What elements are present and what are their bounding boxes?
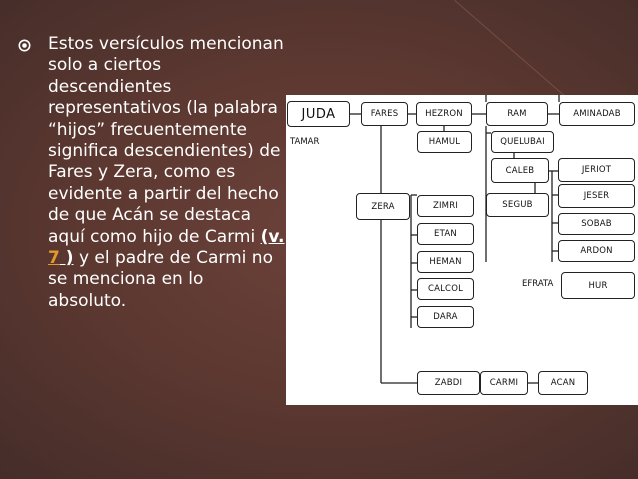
node-juda: JUDA bbox=[287, 101, 350, 127]
bullet-paragraph: Estos versículos mencionan solo a cierto… bbox=[48, 34, 286, 312]
node-sobab: SOBAB bbox=[558, 213, 635, 235]
node-carmi: CARMI bbox=[480, 371, 528, 395]
verse-ref-number[interactable]: 7 bbox=[48, 248, 60, 269]
node-zabdi: ZABDI bbox=[417, 371, 480, 395]
node-quelubai: QUELUBAI bbox=[491, 131, 554, 153]
node-zimri: ZIMRI bbox=[417, 195, 474, 217]
circle-target-bullet-icon bbox=[18, 39, 31, 52]
node-hamul: HAMUL bbox=[417, 131, 472, 153]
paragraph-text-end: y el padre de Carmi no se menciona en lo… bbox=[48, 248, 273, 311]
node-segub: SEGUB bbox=[486, 193, 549, 217]
node-etan: ETAN bbox=[417, 223, 474, 245]
node-zera: ZERA bbox=[356, 193, 410, 220]
node-hur: HUR bbox=[561, 272, 635, 299]
label-efrata: EFRATA bbox=[522, 279, 554, 289]
verse-ref-open: (v. bbox=[260, 226, 285, 247]
node-jeriot: JERIOT bbox=[558, 158, 635, 182]
genealogy-chart: JUDA TAMAR FARES HEZRON RAM AMINADAB HAM… bbox=[286, 95, 638, 405]
node-ram: RAM bbox=[486, 102, 548, 126]
node-acan: ACAN bbox=[538, 371, 588, 395]
verse-ref-close: ) bbox=[59, 248, 74, 269]
paragraph-text-start: Estos versículos mencionan solo a cierto… bbox=[48, 34, 284, 247]
node-ardon: ARDON bbox=[558, 240, 635, 262]
slide-text-block: Estos versículos mencionan solo a cierto… bbox=[18, 34, 286, 312]
node-aminadab: AMINADAB bbox=[559, 102, 635, 126]
label-tamar: TAMAR bbox=[290, 137, 320, 147]
node-heman: HEMAN bbox=[417, 251, 474, 273]
node-calcol: CALCOL bbox=[417, 278, 474, 300]
node-jeser: JESER bbox=[558, 184, 635, 208]
node-hezron: HEZRON bbox=[416, 102, 472, 126]
node-fares: FARES bbox=[361, 102, 408, 126]
node-dara: DARA bbox=[417, 306, 474, 328]
node-caleb: CALEB bbox=[491, 158, 549, 183]
